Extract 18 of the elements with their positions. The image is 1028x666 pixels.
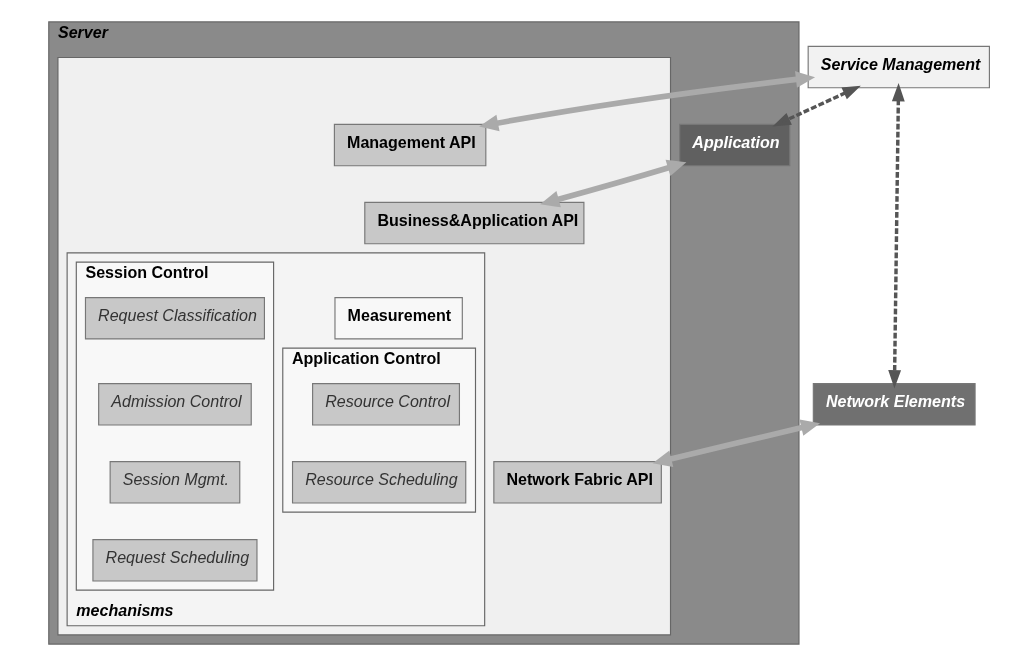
node-box: Service Management (807, 45, 990, 89)
node-box: Request Classification (84, 297, 265, 340)
node-box: Request Scheduling (91, 539, 258, 582)
arrow (539, 159, 686, 208)
node-box: Session Mgmt. (109, 461, 240, 504)
arrow (771, 85, 861, 127)
node-box: Admission Control (97, 383, 252, 426)
node-box: Measurement (333, 297, 463, 340)
node-box: Business&Application API (363, 201, 584, 245)
node-box: Network Elements (812, 383, 976, 426)
node-box: Resource Scheduling (291, 461, 466, 504)
arrow (652, 419, 820, 467)
arrow (887, 82, 905, 389)
node-box: Resource Control (311, 383, 460, 426)
arrow (478, 71, 815, 132)
node-box: Network Fabric API (492, 461, 662, 504)
node-box: Management API (333, 123, 486, 167)
node-box: Application (678, 123, 790, 167)
